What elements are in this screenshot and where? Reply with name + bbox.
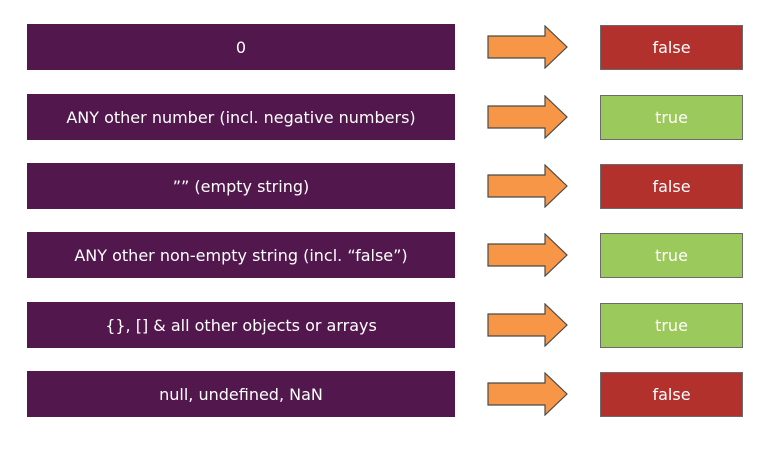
right-arrow-icon: [487, 303, 568, 347]
result-box: true: [600, 303, 743, 348]
value-box: ANY other non-empty string (incl. “false…: [27, 232, 455, 278]
value-box: 0: [27, 24, 455, 70]
value-box: {}, [] & all other objects or arrays: [27, 302, 455, 348]
right-arrow-icon: [487, 164, 568, 208]
value-box: ”” (empty string): [27, 163, 455, 209]
result-box: true: [600, 233, 743, 278]
mapping-row: ANY other non-empty string (incl. “false…: [0, 232, 776, 278]
result-box: false: [600, 372, 743, 417]
right-arrow-icon: [487, 95, 568, 139]
result-box: false: [600, 164, 743, 209]
value-box: ANY other number (incl. negative numbers…: [27, 94, 455, 140]
mapping-row: {}, [] & all other objects or arrays tru…: [0, 302, 776, 348]
right-arrow-icon: [487, 372, 568, 416]
result-box: true: [600, 95, 743, 140]
mapping-row: null, undefined, NaN false: [0, 371, 776, 417]
mapping-row: 0 false: [0, 24, 776, 70]
mapping-row: ANY other number (incl. negative numbers…: [0, 94, 776, 140]
result-box: false: [600, 25, 743, 70]
right-arrow-icon: [487, 233, 568, 277]
mapping-row: ”” (empty string) false: [0, 163, 776, 209]
right-arrow-icon: [487, 25, 568, 69]
value-box: null, undefined, NaN: [27, 371, 455, 417]
